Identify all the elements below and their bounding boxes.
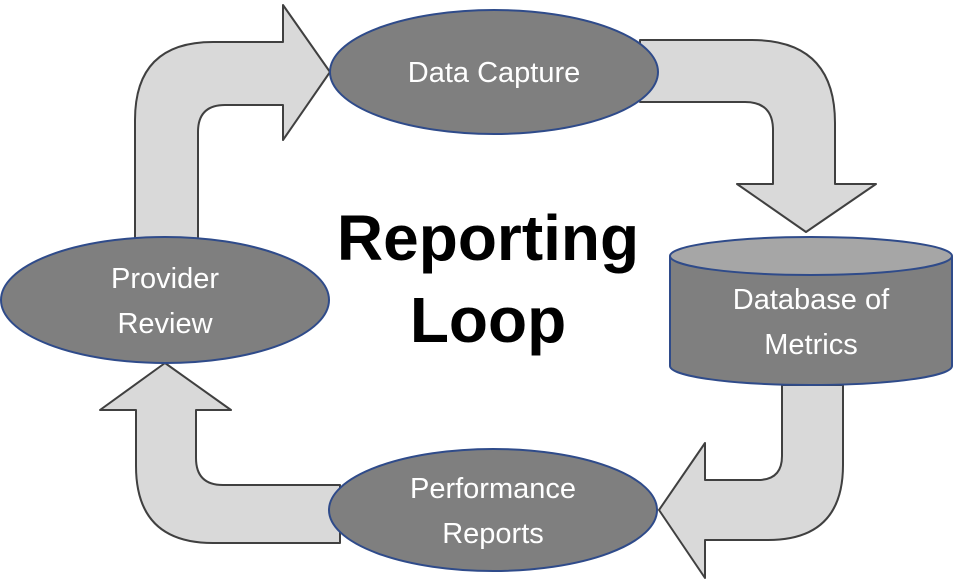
node-data-capture-label: Data Capture [408, 57, 581, 89]
arrow-review-to-capture [134, 4, 331, 241]
node-database-of-metrics: Database of Metrics [669, 236, 953, 386]
node-provider-review: Provider Review [0, 236, 330, 364]
node-database-line2: Metrics [764, 329, 857, 361]
diagram-title-line2: Loop [410, 284, 566, 356]
arrow-database-to-reports [658, 384, 844, 579]
node-data-capture: Data Capture [329, 9, 659, 135]
node-database-line1: Database of [733, 284, 890, 316]
diagram-title-line1: Reporting [337, 202, 639, 274]
node-performance-reports-line1: Performance [410, 473, 576, 505]
arrow-reports-to-review [99, 362, 341, 544]
node-performance-reports: Performance Reports [328, 448, 658, 572]
node-performance-reports-line2: Reports [442, 518, 544, 550]
node-provider-review-line1: Provider [111, 263, 219, 295]
node-provider-review-line2: Review [117, 308, 213, 340]
arrow-capture-to-database [639, 39, 877, 233]
